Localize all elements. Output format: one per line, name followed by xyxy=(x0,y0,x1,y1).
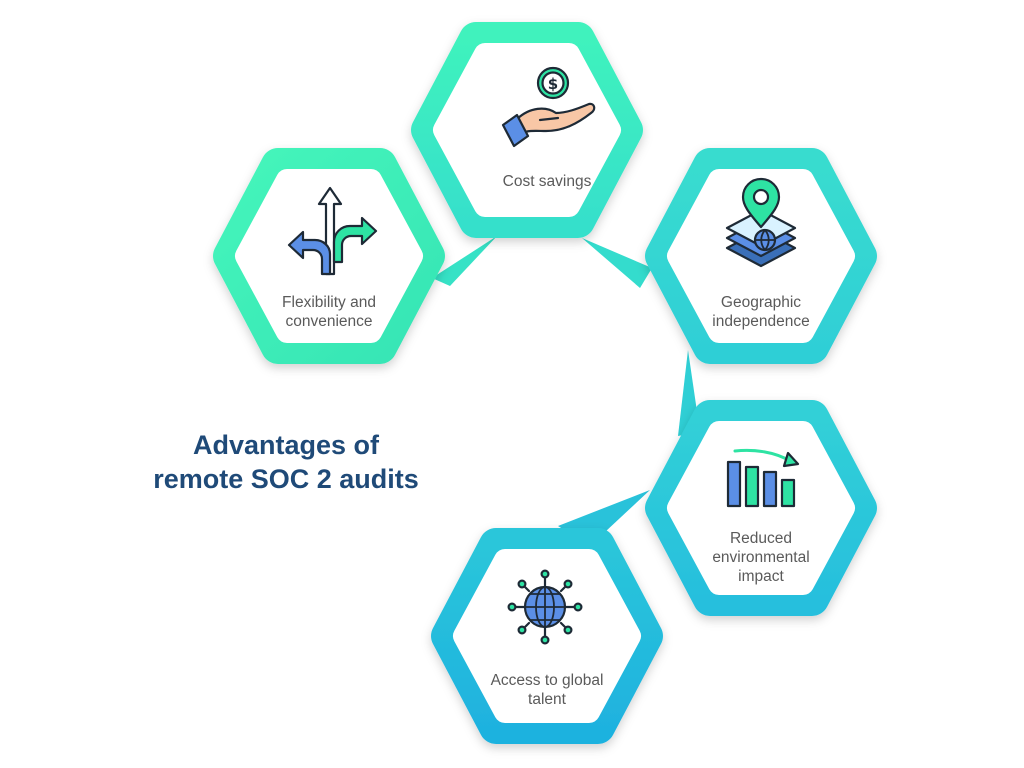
svg-text:$: $ xyxy=(548,75,558,93)
network-globe-icon xyxy=(507,569,583,645)
connector-cost-flex xyxy=(432,236,497,286)
hex-global-talent xyxy=(431,528,663,744)
label-line: talent xyxy=(528,691,566,708)
label-line: Geographic xyxy=(720,294,802,311)
decreasing-bar-chart-icon xyxy=(726,448,800,508)
label-line: independence xyxy=(712,313,810,330)
connector-cost-geo xyxy=(582,238,652,288)
label-line: Cost savings xyxy=(502,173,592,190)
hex-flexibility xyxy=(213,148,445,364)
label-line: Access to global xyxy=(490,672,604,689)
label-geographic: Geographic independence xyxy=(681,293,841,331)
label-global-talent: Access to global talent xyxy=(467,671,627,709)
label-cost-savings: Cost savings xyxy=(467,172,627,191)
label-line: convenience xyxy=(285,313,373,330)
label-line: impact xyxy=(738,568,784,585)
label-line: Reduced xyxy=(729,530,793,547)
hex-environmental xyxy=(645,400,877,616)
label-line: environmental xyxy=(712,549,810,566)
label-line: Flexibility and xyxy=(282,294,376,311)
split-arrows-icon xyxy=(287,186,378,276)
label-flexibility: Flexibility and convenience xyxy=(249,293,409,331)
hand-coin-icon: $ xyxy=(501,66,596,148)
diagram-title: Advantages of remote SOC 2 audits xyxy=(118,428,454,496)
title-line-2: remote SOC 2 audits xyxy=(153,464,419,494)
title-line-1: Advantages of xyxy=(192,430,380,460)
label-environmental: Reduced environmental impact xyxy=(681,529,841,586)
map-pin-layers-icon xyxy=(725,177,797,268)
